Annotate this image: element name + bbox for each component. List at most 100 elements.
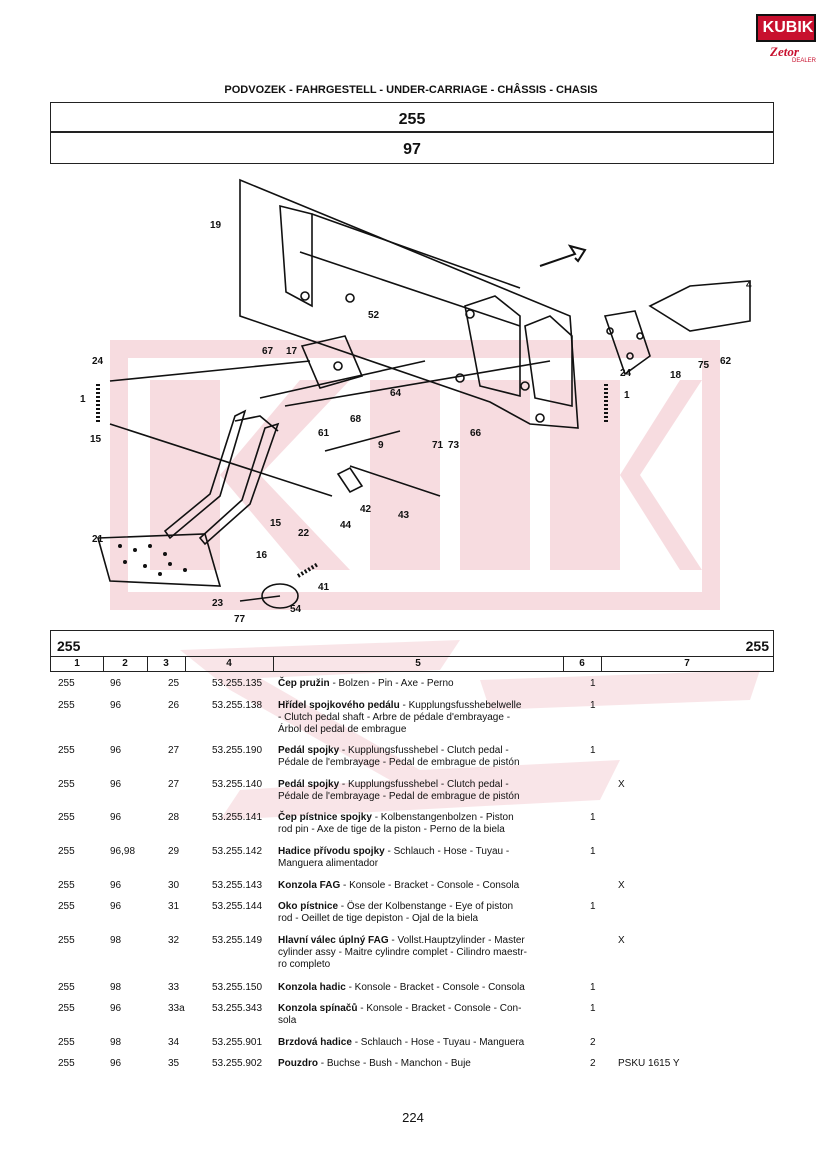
cell-group: 255 [58,1058,75,1069]
logo-brand-text: KUBIK [762,19,814,36]
callout-24: 24 [92,356,104,367]
group-number: 255 [398,111,426,128]
pedal-pad [96,533,222,587]
cell-position: 32 [168,935,180,946]
cell-position: 33 [168,982,180,993]
callout-61: 61 [318,428,330,439]
cell-note: PSKU 1615 Y [618,1058,680,1069]
cell-quantity: 2 [590,1037,596,1048]
support-plate [239,178,579,429]
cell-group: 255 [58,779,75,790]
cell-part-number: 53.255.135 [212,678,263,689]
cell-position: 26 [168,700,180,711]
callout-42: 42 [360,504,372,515]
sub-number: 97 [403,141,421,158]
section-header-right: 255 [745,638,769,654]
callout-18: 18 [670,370,682,381]
part-name: Hlavní válec úplný FAG [278,935,389,946]
cell-quantity: 1 [590,700,596,711]
part-name: Hřídel spojkového pedálu [278,700,400,711]
part-name: Pedál spojky [278,779,340,790]
cell-version: 96 [110,901,122,912]
callout-54: 54 [290,604,302,615]
part-name: Oko pístnice [278,901,339,912]
cell-description: Oko pístnice - Öse der Kolbenstange - Ey… [278,901,514,924]
callout-43: 43 [398,510,410,521]
cell-part-number: 53.255.140 [212,779,263,790]
callout-15: 15 [270,518,282,529]
cell-position: 27 [168,745,180,756]
cell-description: Hadice přívodu spojky - Schlauch - Hose … [278,846,510,869]
part-name: Hadice přívodu spojky [278,846,385,857]
part-name: Konzola hadic [278,982,346,993]
cell-description: Konzola FAG - Konsole - Bracket - Consol… [278,880,520,891]
cell-group: 255 [58,982,75,993]
cell-group: 255 [58,901,75,912]
callout-67: 67 [262,346,274,357]
callout-19: 19 [210,220,222,231]
column-header-5: 5 [273,657,564,671]
callout-23: 23 [212,598,224,609]
cell-version: 96 [110,678,122,689]
column-header-2: 2 [103,657,148,671]
callout-73: 73 [448,440,460,451]
cell-description: Čep pístnice spojky - Kolbenstangenbolze… [278,812,514,835]
cell-quantity: 1 [590,678,596,689]
column-header-6: 6 [563,657,602,671]
cell-description: Pedál spojky - Kupplungsfusshebel - Clut… [278,779,520,802]
cell-version: 96 [110,779,122,790]
cell-description: Brzdová hadice - Schlauch - Hose - Tuyau… [278,1037,525,1048]
part-name: Čep pružin [278,678,330,689]
cell-description: Pedál spojky - Kupplungsfusshebel - Clut… [278,745,520,768]
cell-description: Konzola hadic - Konsole - Bracket - Cons… [278,982,525,993]
page-number: 224 [402,1110,424,1125]
cell-position: 30 [168,880,180,891]
callout-75: 75 [698,360,710,371]
cell-group: 255 [58,846,75,857]
cell-quantity: 2 [590,1058,596,1069]
cell-position: 28 [168,812,180,823]
cell-version: 98 [110,935,122,946]
cell-quantity: 1 [590,745,596,756]
cell-position: 27 [168,779,180,790]
callout-41: 41 [318,582,330,593]
callout-16: 16 [256,550,268,561]
cell-group: 255 [58,700,75,711]
group-number-box: 255 [50,102,774,133]
cell-quantity: 1 [590,982,596,993]
cell-version: 98 [110,1037,122,1048]
cell-part-number: 53.255.144 [212,901,263,912]
callout-1: 1 [624,390,630,401]
callout-77: 77 [234,614,246,625]
cell-group: 255 [58,880,75,891]
cell-note: X [618,779,625,790]
cell-position: 29 [168,846,180,857]
cell-part-number: 53.255.902 [212,1058,263,1069]
cell-group: 255 [58,745,75,756]
callout-68: 68 [350,414,362,425]
column-header-7: 7 [684,658,690,669]
cell-version: 98 [110,982,122,993]
cell-part-number: 53.255.143 [212,880,263,891]
callout-1: 1 [80,394,86,405]
cell-version: 96 [110,745,122,756]
callout-15: 15 [90,434,102,445]
cell-quantity: 1 [590,1003,596,1014]
cell-part-number: 53.255.142 [212,846,263,857]
brand-logo: KUBIK Zetor DEALER [756,14,816,64]
cell-description: Čep pružin - Bolzen - Pin - Axe - Perno [278,678,454,689]
cell-description: Hřídel spojkového pedálu - Kupplungsfuss… [278,700,522,735]
part-name: Pouzdro [278,1058,318,1069]
section-header-left: 255 [57,638,81,654]
logo-dealer-text: DEALER [792,58,817,64]
cell-version: 96 [110,1003,122,1014]
cell-part-number: 53.255.901 [212,1037,263,1048]
callout-44: 44 [340,520,352,531]
callout-71: 71 [432,440,444,451]
cell-group: 255 [58,812,75,823]
callout-62: 62 [720,356,732,367]
part-name: Konzola FAG [278,880,341,891]
cell-group: 255 [58,678,75,689]
watermark-logo [110,340,720,610]
column-header-3: 3 [147,657,186,671]
